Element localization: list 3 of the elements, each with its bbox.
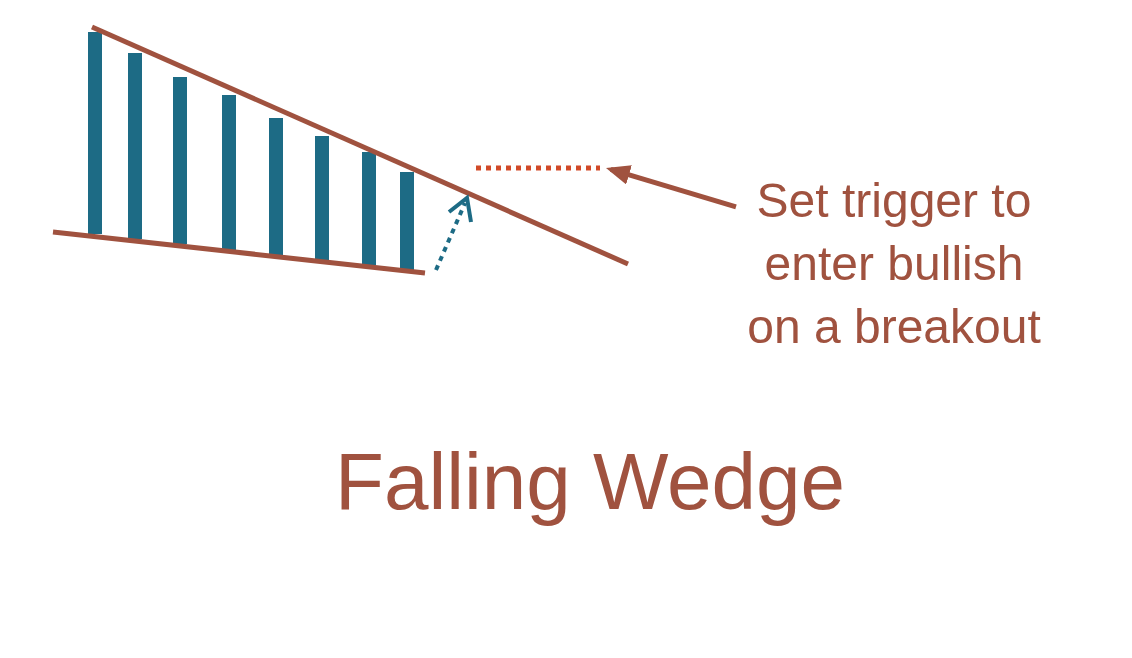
arrow	[606, 165, 737, 210]
annotation-text: Set trigger to enter bullish on a breakout	[736, 169, 1052, 358]
diagram-title: Falling Wedge	[334, 436, 846, 528]
